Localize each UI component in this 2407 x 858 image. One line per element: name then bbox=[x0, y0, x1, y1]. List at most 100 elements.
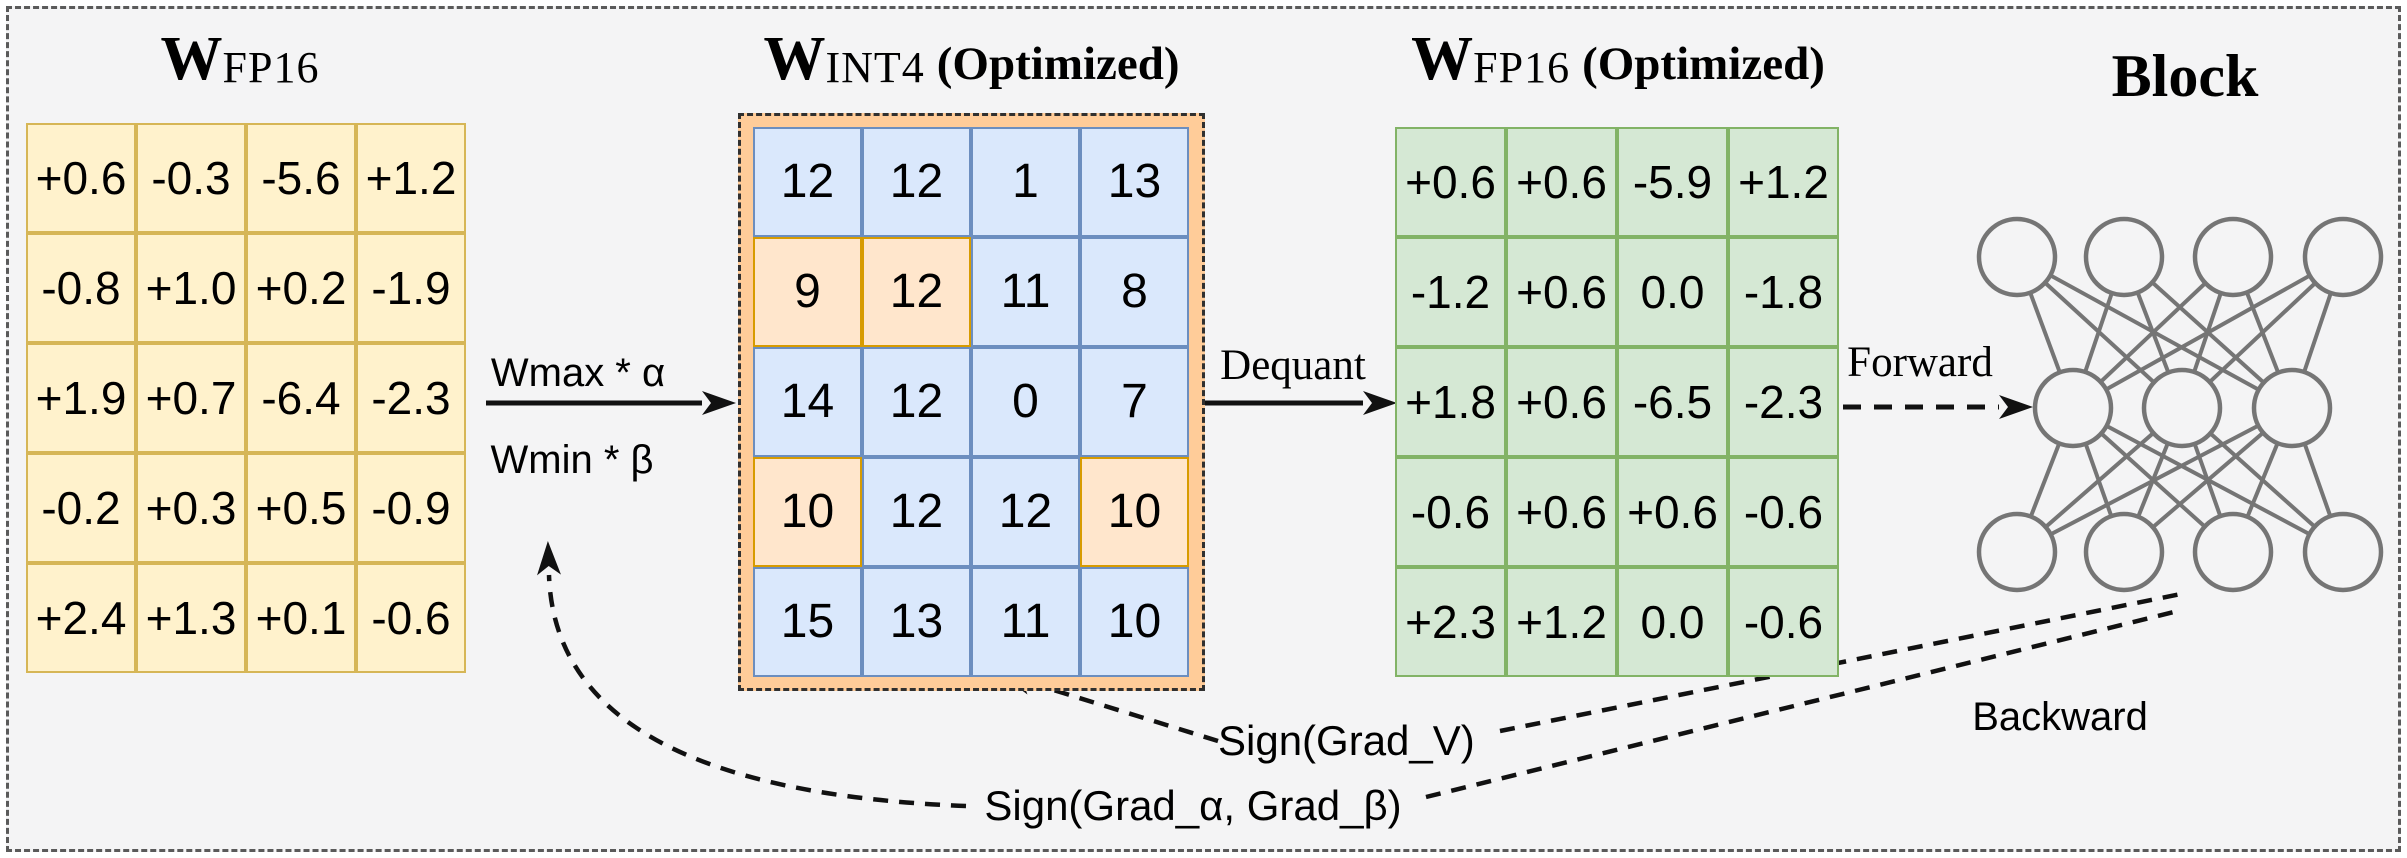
label-wmax-alpha: Wmax * α bbox=[490, 351, 666, 395]
matrix-cell: +0.3 bbox=[136, 453, 246, 563]
network-edge bbox=[2016, 406, 2293, 554]
matrix-cell: -6.5 bbox=[1617, 347, 1728, 457]
matrix-cell: 11 bbox=[971, 567, 1080, 677]
title-subscript: FP16 bbox=[1473, 43, 1571, 92]
network-node bbox=[2083, 216, 2165, 298]
matrix-cell: -2.3 bbox=[356, 343, 466, 453]
matrix-cell: 0.0 bbox=[1617, 237, 1728, 347]
network-node bbox=[1976, 216, 2058, 298]
neural-network-block bbox=[1976, 216, 2384, 593]
matrix-cell: -0.2 bbox=[26, 453, 136, 563]
network-node bbox=[1976, 511, 2058, 593]
matrix-cell: 9 bbox=[753, 237, 862, 347]
matrix-cell: +1.8 bbox=[1395, 347, 1506, 457]
label-backward: Backward bbox=[1972, 695, 2148, 739]
matrix-cell: +2.4 bbox=[26, 563, 136, 673]
matrix-cell: 14 bbox=[753, 347, 862, 457]
network-node bbox=[2251, 367, 2333, 449]
matrix-cell: +0.5 bbox=[246, 453, 356, 563]
matrix-cell: 12 bbox=[971, 457, 1080, 567]
matrix-cell: 12 bbox=[753, 127, 862, 237]
matrix-cell: 12 bbox=[862, 347, 971, 457]
network-node bbox=[2032, 367, 2114, 449]
matrix-cell: 12 bbox=[862, 457, 971, 567]
matrix-cell: 13 bbox=[862, 567, 971, 677]
matrix-cell: 12 bbox=[862, 127, 971, 237]
matrix-cell: +2.3 bbox=[1395, 567, 1506, 677]
matrix-cell: -2.3 bbox=[1728, 347, 1839, 457]
matrix-cell: 10 bbox=[1080, 457, 1189, 567]
matrix-cell: -0.6 bbox=[1395, 457, 1506, 567]
matrix-cell: -5.6 bbox=[246, 123, 356, 233]
matrix-cell: 13 bbox=[1080, 127, 1189, 237]
network-node bbox=[2302, 216, 2384, 298]
matrix-cell: 8 bbox=[1080, 237, 1189, 347]
label-dequant: Dequant bbox=[1220, 342, 1366, 389]
label-sign-grad-v: Sign(Grad_V) bbox=[1218, 717, 1475, 764]
matrix-cell: -0.6 bbox=[356, 563, 466, 673]
matrix-cell: -0.6 bbox=[1728, 457, 1839, 567]
matrix-cell: +1.9 bbox=[26, 343, 136, 453]
matrix-cell: +1.2 bbox=[1728, 127, 1839, 237]
matrix-cell: -1.2 bbox=[1395, 237, 1506, 347]
matrix-cell: -0.6 bbox=[1728, 567, 1839, 677]
matrix-cell: +1.2 bbox=[356, 123, 466, 233]
matrix-cell: +0.6 bbox=[1506, 127, 1617, 237]
title-suffix: (Optimized) bbox=[1582, 38, 1825, 90]
title-w-fp16-optimized: WFP16(Optimized) bbox=[1378, 24, 1858, 95]
matrix-cell: +0.7 bbox=[136, 343, 246, 453]
label-wmin-beta: Wmin * β bbox=[490, 438, 654, 482]
backward-line-grad-v bbox=[1499, 590, 2187, 734]
matrix-cell: 11 bbox=[971, 237, 1080, 347]
title-block: Block bbox=[2111, 43, 2259, 109]
matrix-w-fp16: +0.6-0.3-5.6+1.2 -0.8+1.0+0.2-1.9 +1.9+0.7… bbox=[26, 123, 466, 673]
matrix-cell: +0.1 bbox=[246, 563, 356, 673]
title-suffix: (Optimized) bbox=[936, 38, 1180, 90]
network-node bbox=[2192, 511, 2274, 593]
network-edge bbox=[2072, 255, 2344, 410]
label-forward: Forward bbox=[1847, 339, 1993, 386]
matrix-cell: 0.0 bbox=[1617, 567, 1728, 677]
title-main: W bbox=[160, 25, 223, 93]
network-node bbox=[2192, 216, 2274, 298]
matrix-cell: +0.6 bbox=[1395, 127, 1506, 237]
matrix-cell: -0.3 bbox=[136, 123, 246, 233]
matrix-cell: 12 bbox=[862, 237, 971, 347]
matrix-cell: 1 bbox=[971, 127, 1080, 237]
grad-v-arrow bbox=[998, 671, 1219, 744]
matrix-cell: +0.2 bbox=[246, 233, 356, 343]
matrix-cell: 10 bbox=[1080, 567, 1189, 677]
matrix-cell: +0.6 bbox=[1506, 237, 1617, 347]
matrix-cell: +0.6 bbox=[1506, 457, 1617, 567]
title-main: W bbox=[763, 25, 826, 93]
matrix-cell: 15 bbox=[753, 567, 862, 677]
network-node bbox=[2302, 511, 2384, 593]
matrix-cell: +0.6 bbox=[26, 123, 136, 233]
matrix-cell: -1.9 bbox=[356, 233, 466, 343]
matrix-cell: 10 bbox=[753, 457, 862, 567]
matrix-cell: +0.6 bbox=[1506, 347, 1617, 457]
title-subscript: FP16 bbox=[222, 43, 320, 92]
title-main: W bbox=[1411, 25, 1474, 93]
matrix-cell: +1.3 bbox=[136, 563, 246, 673]
matrix-cell: -6.4 bbox=[246, 343, 356, 453]
matrix-cell: +0.6 bbox=[1617, 457, 1728, 567]
matrix-cell: -5.9 bbox=[1617, 127, 1728, 237]
title-w-int4-optimized: WINT4(Optimized) bbox=[738, 24, 1205, 95]
title-w-fp16: WFP16 bbox=[26, 24, 466, 95]
matrix-cell: 0 bbox=[971, 347, 1080, 457]
matrix-cell: 7 bbox=[1080, 347, 1189, 457]
label-sign-grad-alpha-beta: Sign(Grad_α, Grad_β) bbox=[984, 782, 1402, 829]
network-node bbox=[2083, 511, 2165, 593]
network-node bbox=[2141, 367, 2223, 449]
matrix-cell: +1.2 bbox=[1506, 567, 1617, 677]
title-subscript: INT4 bbox=[825, 43, 925, 92]
matrix-cell: +1.0 bbox=[136, 233, 246, 343]
grad-ab-arrow bbox=[537, 541, 967, 809]
matrix-cell: -1.8 bbox=[1728, 237, 1839, 347]
matrix-cell: -0.8 bbox=[26, 233, 136, 343]
